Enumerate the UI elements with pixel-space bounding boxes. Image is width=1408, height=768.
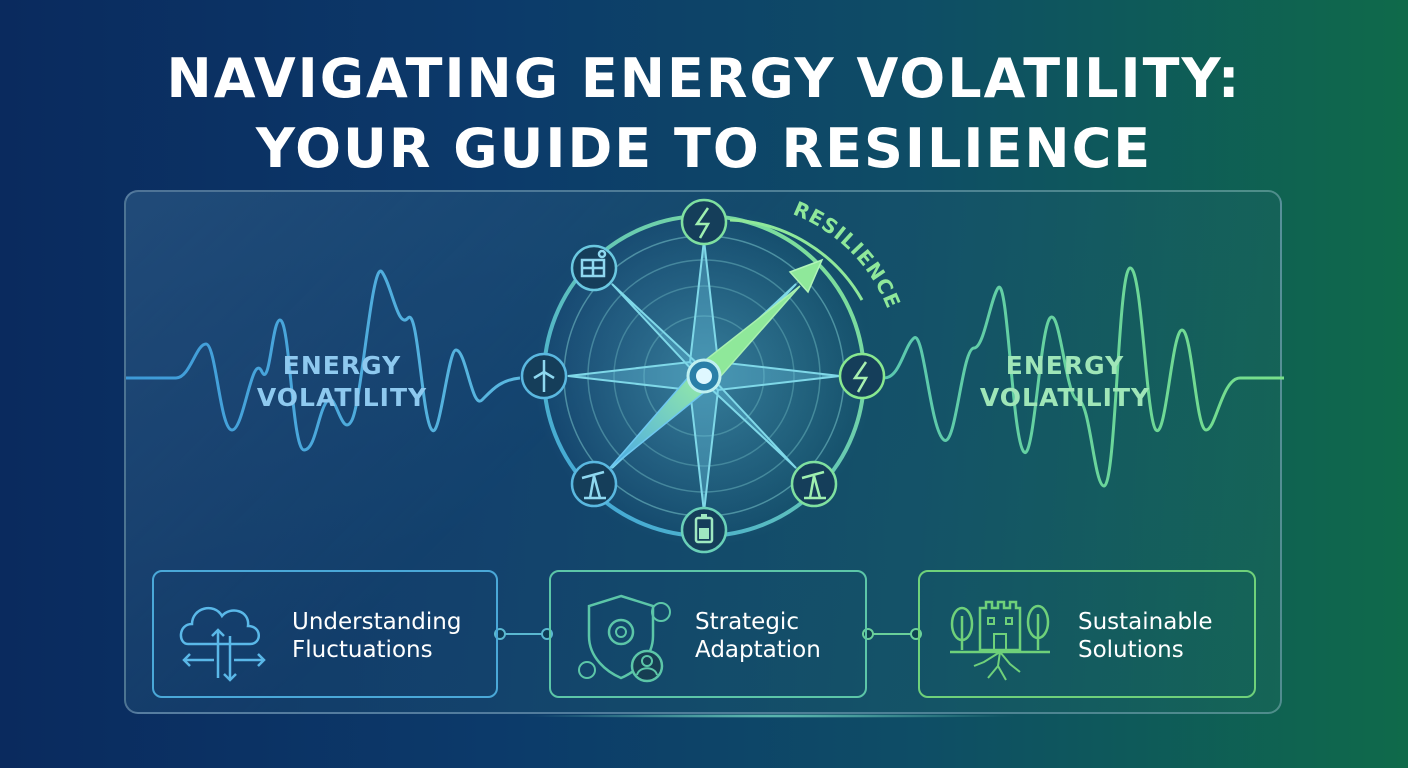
lightning-icon (680, 198, 728, 246)
volatility-label-left: VOLATILITY (256, 383, 428, 412)
card-sustainable-solutions: Sustainable Solutions (918, 570, 1256, 698)
card2-label: Strategic Adaptation (695, 608, 821, 664)
oil-pump-icon-right (790, 460, 838, 508)
card3-label: Sustainable Solutions (1078, 608, 1212, 664)
resilience-arc (729, 218, 864, 301)
energy-volatility-label-left: ENERGY VOLATILITY (232, 350, 452, 414)
card-understanding-fluctuations: Understanding Fluctuations (152, 570, 498, 698)
card1-line2: Fluctuations (292, 637, 433, 663)
battery-icon (680, 506, 728, 554)
energy-label-right: ENERGY (1005, 351, 1125, 380)
resilience-label: RESILIENCE (790, 196, 906, 312)
lightning-icon-right (838, 352, 886, 400)
card2-line1: Strategic (695, 609, 799, 635)
castle-trees-icon (950, 600, 1050, 681)
card1-line1: Understanding (292, 609, 462, 635)
volatility-wave-left (126, 269, 521, 452)
page-title-line2: YOUR GUIDE TO RESILIENCE (255, 117, 1153, 180)
energy-label-left: ENERGY (282, 351, 402, 380)
card3-line1: Sustainable (1078, 609, 1213, 635)
resilience-arrowhead (788, 258, 824, 294)
card3-line2: Solutions (1078, 637, 1184, 663)
card2-line2: Adaptation (695, 637, 821, 663)
volatility-wave-right (883, 266, 1284, 488)
card-strategic-adaptation: Strategic Adaptation (549, 570, 867, 698)
shield-gear-icon (578, 594, 671, 683)
solar-panel-icon (570, 244, 618, 292)
page-title-line1: NAVIGATING ENERGY VOLATILITY: (166, 47, 1242, 110)
volatility-label-right: VOLATILITY (979, 383, 1151, 412)
panel-glow (520, 714, 1020, 718)
wind-turbine-icon (520, 352, 568, 400)
oil-pump-icon (570, 460, 618, 508)
energy-volatility-label-right: ENERGY VOLATILITY (955, 350, 1175, 414)
cloud-arrows-icon (179, 606, 266, 682)
card1-label: Understanding Fluctuations (292, 608, 461, 664)
